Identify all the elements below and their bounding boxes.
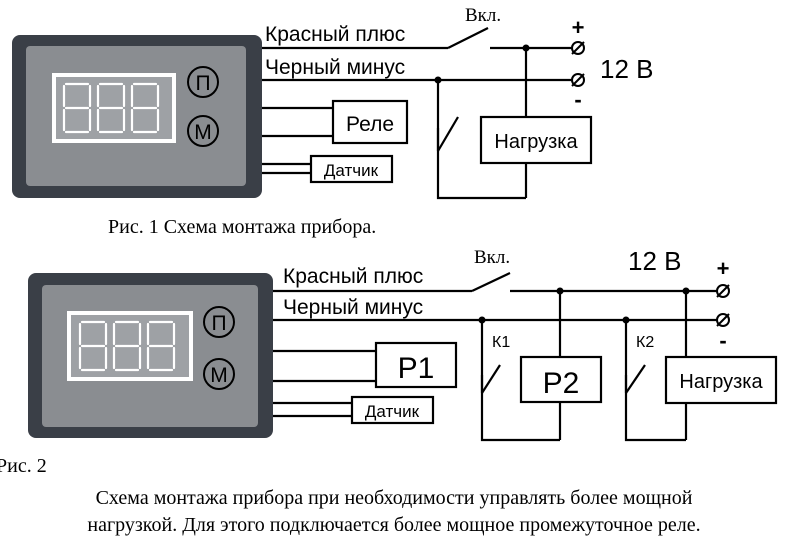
caption-2: Рис. 2 — [0, 455, 47, 477]
load-label-2: Нагрузка — [679, 371, 763, 393]
relay-label-1: Реле — [346, 113, 394, 136]
k1-label: К1 — [492, 334, 510, 351]
description-line-1: Схема монтажа прибора при необходимости … — [96, 487, 693, 509]
voltage-label-2: 12 В — [628, 246, 682, 276]
p1-box — [374, 341, 458, 389]
button-m-label-1: М — [194, 121, 212, 144]
display-digits-1 — [62, 82, 160, 134]
p1-label: Р1 — [398, 352, 435, 385]
wire-black-label-2: Черный минус — [283, 296, 423, 319]
load-box-2 — [664, 355, 778, 405]
relay-box-1 — [331, 99, 409, 145]
load-label-1: Нагрузка — [494, 131, 578, 153]
voltage-label-1: 12 В — [600, 54, 654, 84]
terminal-minus-1 — [571, 73, 585, 87]
wire-red-label-1: Красный плюс — [265, 23, 405, 46]
button-p-label-2: П — [211, 312, 226, 335]
k2-label: К2 — [636, 334, 654, 351]
wire-red-label-2: Красный плюс — [283, 265, 423, 288]
terminal-minus-2 — [716, 313, 730, 327]
load-box-1 — [479, 115, 593, 165]
plus-label-1: + — [572, 15, 585, 40]
button-m-1[interactable] — [187, 115, 219, 147]
p2-box — [519, 355, 603, 404]
terminal-plus-2 — [716, 284, 730, 298]
description-line-2: нагрузкой. Для этого подключается более … — [87, 514, 700, 536]
wires-1 — [262, 27, 572, 200]
display-digits-2 — [78, 320, 176, 372]
sensor-box-1 — [309, 154, 394, 184]
caption-1: Рис. 1 Схема монтажа прибора. — [108, 216, 376, 238]
p2-label: Р2 — [543, 367, 580, 400]
junction-2a — [556, 287, 564, 295]
button-p-label-1: П — [195, 72, 210, 95]
junction-2d — [622, 316, 630, 324]
sensor-label-1: Датчик — [324, 161, 379, 180]
sensor-box-2 — [350, 395, 435, 425]
switch-label-1: Вкл. — [465, 5, 501, 26]
junction-1b — [434, 76, 442, 84]
junction-1a — [522, 44, 530, 52]
minus-label-2: - — [719, 328, 726, 353]
figure-2: 888 П М — [0, 246, 778, 477]
plus-label-2: + — [717, 256, 730, 281]
button-p-2[interactable] — [203, 306, 235, 338]
button-p-1[interactable] — [187, 66, 219, 98]
wires-2 — [273, 272, 718, 442]
sensor-label-2: Датчик — [365, 402, 420, 421]
junction-2b — [682, 287, 690, 295]
junction-2c — [478, 316, 486, 324]
switch-label-2: Вкл. — [474, 247, 510, 268]
button-m-label-2: М — [210, 364, 228, 387]
button-m-2[interactable] — [203, 358, 235, 390]
terminal-plus-1 — [571, 41, 585, 55]
wire-black-label-1: Черный минус — [265, 56, 405, 79]
figure-1: 888 П М Реле Нагрузка — [12, 5, 654, 238]
minus-label-1: - — [574, 87, 581, 112]
